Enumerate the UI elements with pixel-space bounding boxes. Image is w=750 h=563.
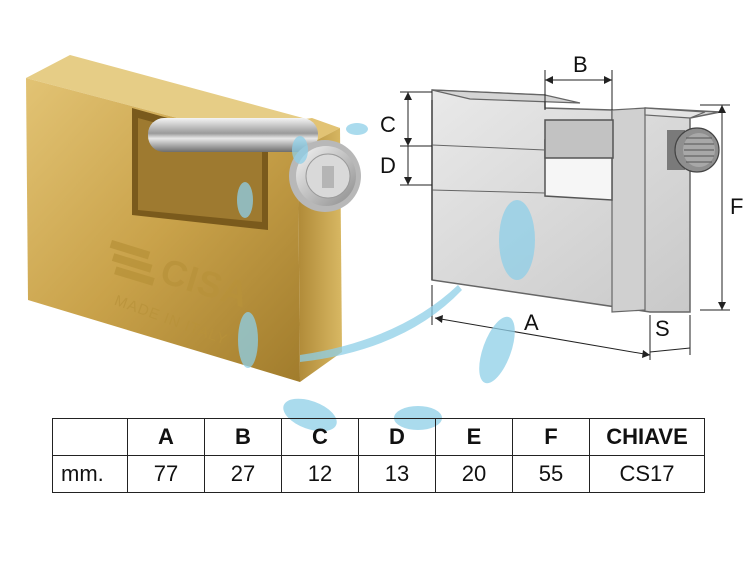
table-cell: 20	[435, 455, 513, 493]
table-cell: 12	[281, 455, 359, 493]
table-header-cell: F	[512, 418, 590, 456]
technical-drawing	[431, 89, 721, 313]
dimension-label-a: A	[524, 310, 539, 335]
table-header-row: A B C D E F CHIAVE	[52, 418, 705, 456]
table-header-cell: B	[204, 418, 282, 456]
dimension-label-s: S	[655, 316, 670, 341]
dimension-lines	[400, 70, 730, 360]
table-row: mm. 77 27 12 13 20 55 CS17	[52, 455, 705, 493]
table-cell: 55	[512, 455, 590, 493]
dimension-label-d: D	[380, 153, 396, 178]
table-cell: 27	[204, 455, 282, 493]
cisa-logo-mark	[109, 240, 155, 286]
table-header-cell	[52, 418, 128, 456]
shackle-bar	[148, 118, 318, 152]
table-header-cell: CHIAVE	[589, 418, 705, 456]
table-header-cell: A	[127, 418, 205, 456]
dimension-label-f: F	[730, 194, 744, 219]
dimension-label-b: B	[573, 52, 588, 77]
table-cell: CS17	[589, 455, 705, 493]
dimension-label-c: C	[380, 112, 396, 137]
table-header-cell: D	[358, 418, 436, 456]
spec-table: A B C D E F CHIAVE mm. 77 27 12 13 20 55…	[52, 418, 705, 493]
table-header-cell: C	[281, 418, 359, 456]
table-header-cell: E	[435, 418, 513, 456]
table-cell-unit: mm.	[52, 455, 128, 493]
table-cell: 77	[127, 455, 205, 493]
table-cell: 13	[358, 455, 436, 493]
